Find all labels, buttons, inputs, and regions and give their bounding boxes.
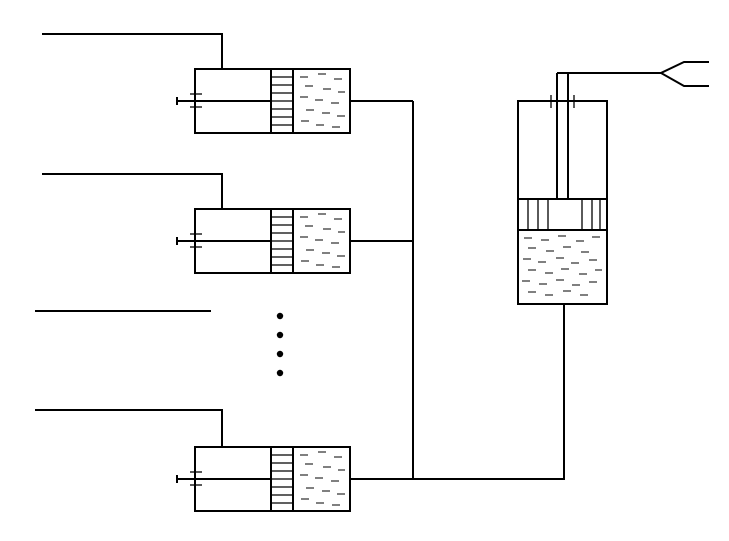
piston-head [270, 446, 294, 512]
input-line [42, 33, 223, 69]
input-line [42, 173, 223, 209]
manifold-to-main-cylinder [413, 304, 565, 480]
fluid-chamber [300, 213, 345, 268]
fluid-chamber [300, 451, 345, 506]
cylinder-unit-n [35, 409, 413, 512]
piston-head [270, 68, 294, 134]
main-cylinder [517, 72, 608, 305]
cylinder-unit-2 [42, 173, 413, 274]
fluid-chamber [300, 73, 345, 128]
ellipsis-dots [276, 312, 284, 377]
piston-head [270, 208, 294, 274]
output-fork [658, 61, 709, 87]
rod-seal [190, 471, 202, 486]
main-fluid-chamber [522, 235, 602, 296]
main-piston-rod [556, 72, 569, 199]
rod-seal [190, 233, 202, 248]
rod-seal [190, 93, 202, 108]
main-piston-head [517, 198, 608, 231]
input-line [35, 409, 223, 447]
main-rod-seal [550, 95, 575, 108]
cylinder-unit-1 [42, 33, 413, 134]
